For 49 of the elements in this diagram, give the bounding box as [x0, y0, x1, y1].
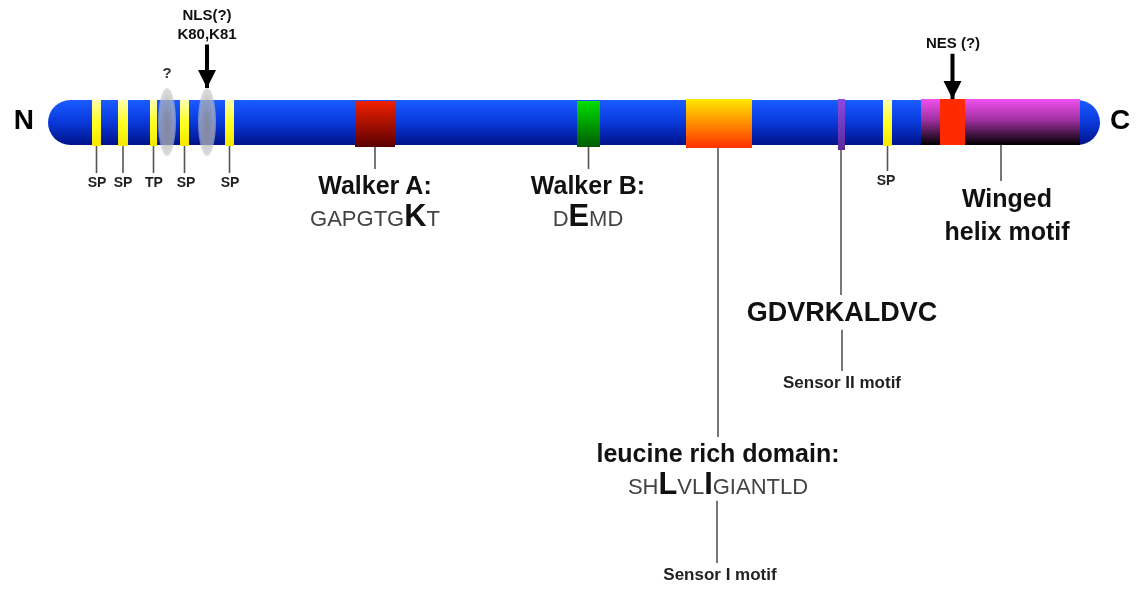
leader-line — [587, 146, 590, 170]
sequence-text: GAPGTGKT — [310, 201, 440, 233]
site-stripe — [180, 100, 189, 146]
leader-line — [886, 145, 889, 172]
label-text: SP — [87, 174, 107, 192]
leader-line — [122, 145, 124, 174]
label-text: Sensor II motif — [782, 372, 902, 394]
domain-block — [940, 99, 965, 145]
leader-line — [374, 146, 376, 170]
region-label: NLS(?) — [182, 6, 232, 25]
site-stripe — [838, 99, 845, 150]
arrow — [943, 53, 962, 99]
domain-block — [921, 99, 1080, 145]
terminus-label: N — [13, 104, 34, 136]
sequence-text: DEMD — [552, 201, 624, 233]
label-text: TP — [145, 174, 163, 192]
site-stripe — [118, 100, 128, 146]
leader-line — [228, 145, 231, 174]
label-text: SP — [176, 174, 196, 192]
label-text: Winged helix motif — [932, 182, 1082, 247]
leader-line — [152, 145, 155, 174]
leader-line — [840, 149, 842, 296]
terminus-label: C — [1110, 104, 1131, 136]
sequence-text: K80,K81 — [177, 24, 237, 44]
region-label: Walker A: — [318, 170, 432, 201]
domain-block — [355, 101, 395, 147]
region-label: Walker B: — [530, 170, 646, 201]
label-text: SP — [876, 172, 896, 190]
sequence-text: SHLVLIGIANTLD — [627, 469, 809, 501]
label-text: SP — [220, 174, 240, 192]
leader-line — [183, 145, 186, 174]
site-stripe — [225, 100, 234, 146]
site-stripe — [92, 100, 101, 146]
label-text: Sensor I motif — [663, 564, 777, 586]
region-label: leucine rich domain: — [596, 438, 840, 469]
domain-block — [577, 101, 600, 147]
leader-line — [717, 147, 719, 438]
domain-block — [686, 99, 752, 148]
leader-line — [95, 145, 98, 174]
label-text: NES (?) — [925, 34, 981, 53]
terminus-label: ? — [162, 64, 172, 81]
site-stripe — [150, 100, 157, 146]
arrow — [198, 44, 216, 88]
leader-line — [1000, 144, 1002, 182]
label-text: GDVRKALDVC — [746, 296, 938, 330]
leader-line — [841, 328, 843, 372]
site-stripe — [883, 100, 892, 146]
label-text: SP — [113, 174, 133, 192]
leader-line — [716, 499, 718, 564]
